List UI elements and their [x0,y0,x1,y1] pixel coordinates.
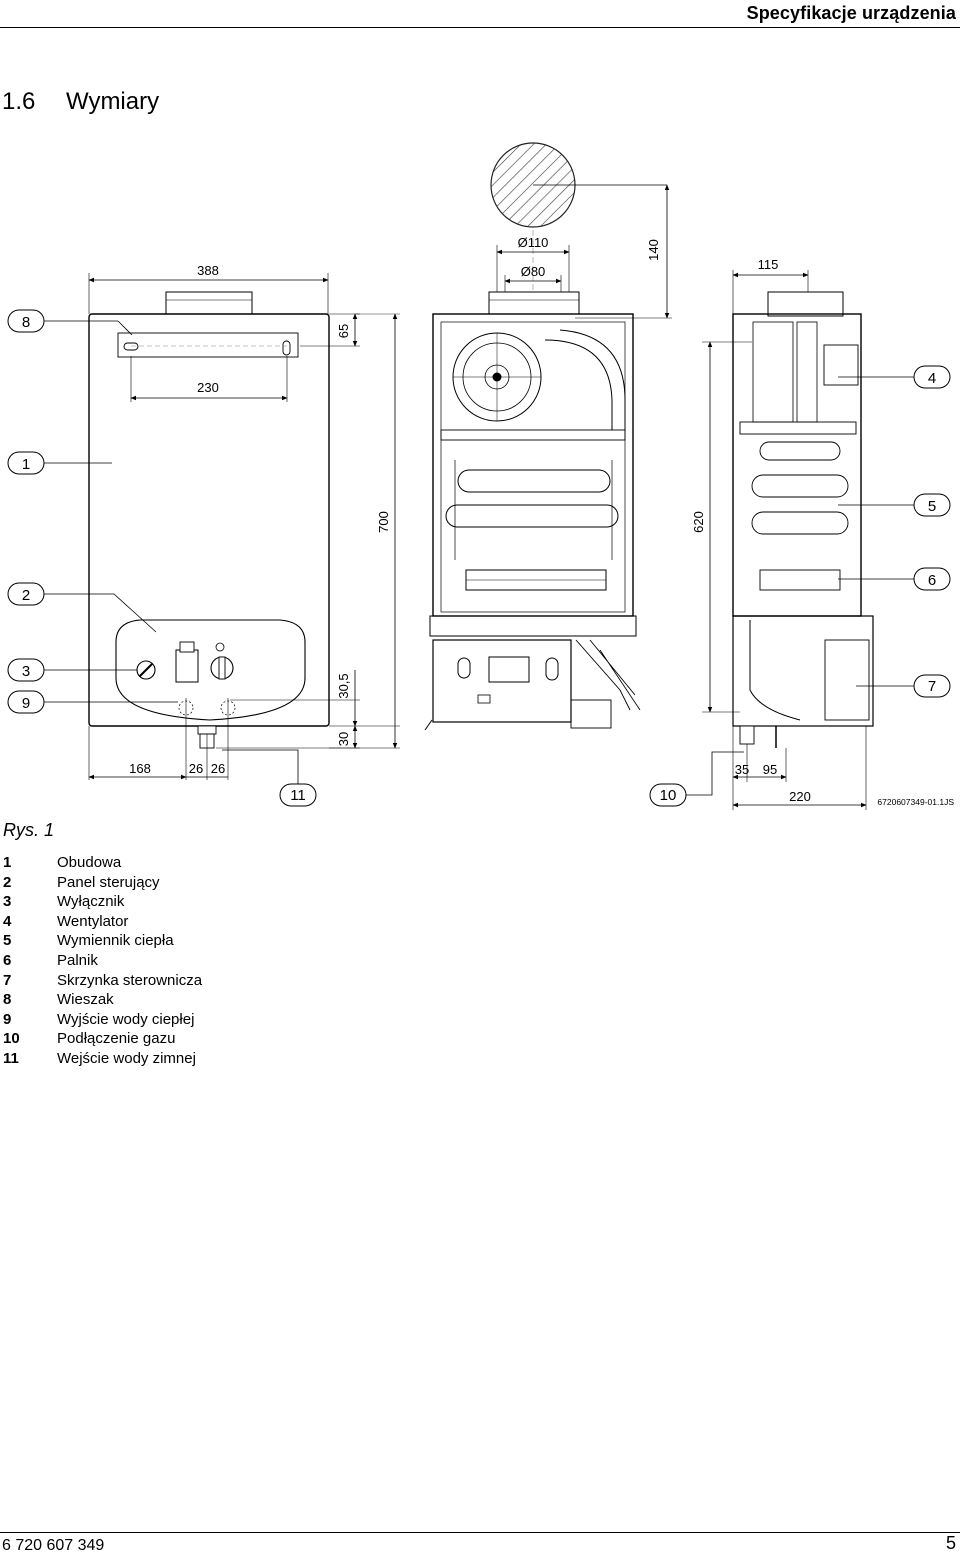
front-view: 388 230 65 [88,263,400,780]
dimension-drawing: Ø110 Ø80 140 388 230 [7,142,954,810]
legend-item: 6 Palnik [3,951,202,971]
legend-label: Obudowa [57,854,122,871]
dim-65: 65 [336,324,351,338]
legend-label: Palnik [57,951,98,969]
callout-5: 5 [928,498,936,515]
callout-9: 9 [22,695,30,712]
legend-number: 9 [3,1010,12,1028]
dim-26-a: 26 [189,761,203,776]
dim-d80: Ø80 [521,264,546,279]
section-title: 1.6 Wymiary [2,88,159,116]
dim-620: 620 [691,511,706,533]
dim-35: 35 [735,762,749,777]
dim-26-b: 26 [211,761,225,776]
callout-11: 11 [290,787,306,804]
footer-page-number: 5 [945,1533,956,1553]
dim-140: 140 [646,239,661,261]
legend-item: 4 Wentylator [3,912,202,932]
callout-2: 2 [22,587,30,604]
legend-number: 5 [3,932,12,950]
callout-6: 6 [928,572,936,589]
legend-item: 10 Podłączenie gazu [3,1029,202,1049]
dim-140-group: 140 [575,184,672,319]
dim-30: 30 [336,732,351,746]
legend-item: 3 Wyłącznik [3,892,202,912]
callout-8: 8 [22,314,30,331]
section-heading: Wymiary [66,88,160,115]
legend-label: Podłączenie gazu [57,1030,176,1048]
figure-caption: Rys. 1 [3,820,55,840]
callouts: 8 1 2 3 9 11 10 4 5 6 7 [7,309,951,807]
flue-hatched-circle [490,142,667,305]
legend-label: Wyłącznik [57,893,125,911]
footer-doc-number: 6 720 607 349 [2,1537,105,1554]
legend-item: 11 Wejście wody zimnej [3,1049,202,1069]
page-header-title: Specyfikacje urządzenia [746,3,956,23]
drawing-code: 6720607349-01.1JS [877,797,954,807]
legend-item: 5 Wymiennik ciepła [3,931,202,951]
dim-168: 168 [129,761,151,776]
legend-item: 8 Wieszak [3,990,202,1010]
dim-115: 115 [758,257,779,272]
flue-diameter-dims: Ø110 Ø80 [496,235,570,300]
legend-number: 3 [3,893,12,911]
callout-4: 4 [928,370,936,387]
section-number: 1.6 [2,88,36,115]
legend-number: 4 [3,912,12,930]
dim-d110: Ø110 [518,235,549,250]
header-rule [0,27,960,28]
legend-label: Skrzynka sterownicza [57,971,203,989]
dim-95: 95 [763,762,777,777]
dim-230: 230 [197,380,219,395]
legend-label: Wieszak [57,991,114,1009]
legend-number: 8 [3,991,12,1009]
legend-number: 1 [3,854,12,871]
legend-label: Wejście wody zimnej [57,1049,196,1067]
legend-label: Wyjście wody ciepłej [57,1010,195,1028]
side-view: 115 620 35 95 220 [691,257,874,810]
legend-item: 1 Obudowa [3,853,202,873]
legend-label: Wymiennik ciepła [57,932,174,950]
legend-item: 2 Panel sterujący [3,873,202,893]
legend-label: Panel sterujący [57,873,160,891]
dim-30-5: 30,5 [336,673,351,698]
callout-7: 7 [928,678,936,695]
dim-220: 220 [789,789,811,804]
legend-item: 9 Wyjście wody ciepłej [3,1010,202,1030]
dim-700: 700 [376,511,391,533]
legend-number: 6 [3,951,12,969]
callout-1: 1 [22,456,30,473]
legend-number: 10 [3,1030,20,1048]
interior-view [424,291,641,731]
callout-10: 10 [660,787,677,804]
callout-3: 3 [22,663,30,680]
legend-label: Wentylator [57,912,129,930]
legend-number: 2 [3,873,12,891]
legend-number: 11 [3,1049,19,1067]
dim-388: 388 [197,263,219,278]
legend-item: 7 Skrzynka sterownicza [3,971,202,991]
footer-rule [0,1532,960,1533]
legend-number: 7 [3,971,12,989]
